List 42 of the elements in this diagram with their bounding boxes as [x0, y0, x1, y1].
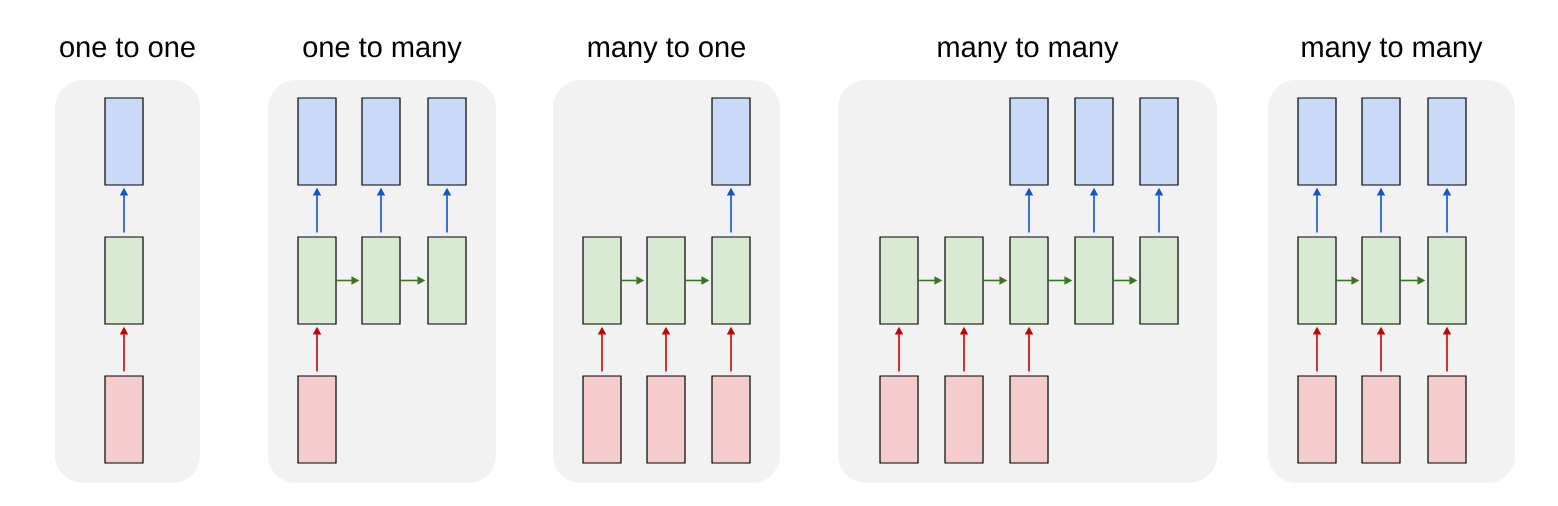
- panel-title: many to many: [1302, 38, 1483, 63]
- layer-box: [1361, 236, 1401, 325]
- layer-box: [711, 97, 751, 186]
- layer-box: [1297, 97, 1337, 186]
- layer-box: [427, 97, 467, 186]
- layer-box: [1074, 236, 1114, 325]
- layer-box: [427, 236, 467, 325]
- layer-box: [879, 236, 919, 325]
- panel-title: one to many: [303, 38, 462, 63]
- layer-box: [879, 375, 919, 464]
- layer-box: [711, 375, 751, 464]
- layer-box: [711, 236, 751, 325]
- layer-box: [1139, 236, 1179, 325]
- panel-title: many to one: [588, 38, 745, 63]
- layer-box: [361, 236, 401, 325]
- layer-box: [1009, 236, 1049, 325]
- layer-box: [297, 236, 337, 325]
- layer-box: [1009, 97, 1049, 186]
- layer-box: [1297, 236, 1337, 325]
- layer-box: [582, 375, 622, 464]
- layer-box: [1427, 97, 1467, 186]
- layer-box: [1427, 375, 1467, 464]
- layer-box: [297, 375, 337, 464]
- layer-box: [1139, 97, 1179, 186]
- layer-box: [1009, 375, 1049, 464]
- layer-box: [944, 375, 984, 464]
- layer-box: [1361, 375, 1401, 464]
- layer-box: [104, 97, 144, 186]
- layer-box: [1361, 97, 1401, 186]
- panel-title: one to one: [60, 38, 195, 58]
- layer-box: [1074, 97, 1114, 186]
- layer-box: [104, 375, 144, 464]
- layer-box: [582, 236, 622, 325]
- layer-box: [646, 236, 686, 325]
- layer-box: [1427, 236, 1467, 325]
- layer-box: [1297, 375, 1337, 464]
- panel-title: many to many: [938, 38, 1119, 63]
- layer-box: [361, 97, 401, 186]
- layer-box: [646, 375, 686, 464]
- layer-box: [104, 236, 144, 325]
- layer-box: [944, 236, 984, 325]
- layer-box: [297, 97, 337, 186]
